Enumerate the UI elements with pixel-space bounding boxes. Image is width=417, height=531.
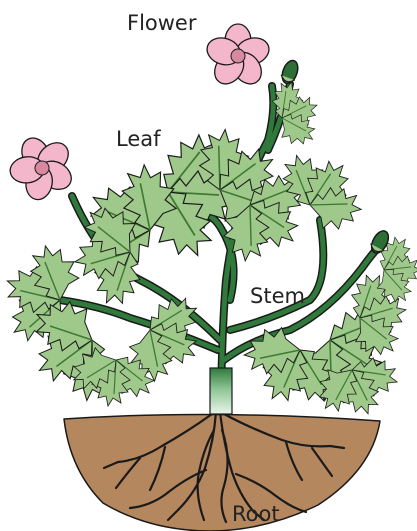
flower-center xyxy=(231,49,245,63)
label-leaf: Leaf xyxy=(116,127,161,151)
label-stem: Stem xyxy=(250,284,305,308)
stem-base xyxy=(210,368,232,414)
flower-top xyxy=(204,24,273,90)
bud-top xyxy=(279,58,300,85)
leaves xyxy=(1,80,417,421)
label-flower: Flower xyxy=(127,11,197,35)
label-root: Root xyxy=(232,502,280,526)
